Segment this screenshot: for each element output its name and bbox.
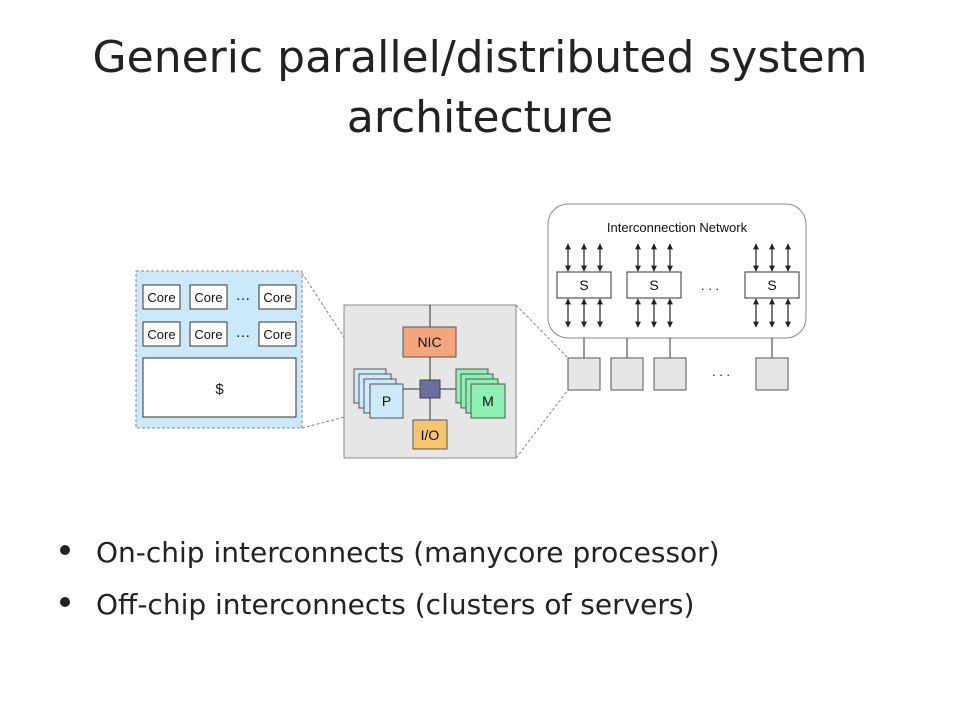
core-box [142,321,181,347]
bullet-dot [60,597,70,607]
router-icon [419,379,441,399]
cache-label: $ [215,381,224,398]
manycore-chip: Core Core … Core Core Core … Core $ [135,270,303,429]
switch-label: S [649,277,658,293]
network-switch: S [556,243,612,328]
nic-label: NIC [417,334,441,350]
core-box [142,284,181,310]
nic-box [402,326,457,358]
cache-box [142,357,297,418]
server-group [567,338,789,391]
switch-label: S [579,277,588,293]
network-title: Interconnection Network [607,220,748,235]
slide-title-line-2: architecture [346,92,614,143]
bullet-item: Off-chip interconnects (clusters of serv… [58,582,720,634]
bullet-item: On-chip interconnects (manycore processo… [58,530,720,582]
core-label: Core [263,290,291,305]
slide-title: Generic parallel/distributed system arch… [0,28,960,148]
core-label: Core [147,327,175,342]
switch-ellipsis: . . . [701,278,719,293]
server-node [567,338,601,391]
switch-box [556,271,612,299]
server-box [755,357,789,391]
core-ellipsis: … [236,324,251,341]
slide-title-line-1: Generic parallel/distributed system [92,32,868,83]
network-switch: S [626,243,682,328]
core-ellipsis: … [236,287,251,304]
interconnection-network: Interconnection Network S S S . . . . . . [547,203,807,391]
memory-label: M [482,393,494,409]
processor-stack: P [353,368,404,419]
processor-label: P [382,393,391,409]
core-box [189,321,228,347]
network-switch: S [744,243,800,328]
memory-stack: M [455,368,506,419]
memory-box-front [470,383,506,419]
core-label: Core [263,327,291,342]
network-cloud [547,203,807,339]
bullet-text: On-chip interconnects (manycore processo… [96,536,720,569]
zoom-line-network-bottom [515,389,569,459]
zoom-line-chip-bottom [301,411,365,429]
core-label: Core [194,327,222,342]
switch-box [626,271,682,299]
io-box [412,419,448,450]
server-box [653,357,687,391]
server-node [610,338,644,391]
processor-box-front [369,383,404,419]
zoom-line-chip-top [301,272,365,369]
server-node [755,338,789,391]
compute-node: NIC I/O P M [343,304,517,459]
core-label: Core [147,290,175,305]
core-box [258,321,297,347]
core-box [258,284,297,310]
core-box [189,284,228,310]
server-box [567,357,601,391]
switch-box [744,271,800,299]
core-row-2: Core Core … Core [142,321,297,347]
switch-label: S [767,277,776,293]
server-node [653,338,687,391]
server-ellipsis: . . . [712,364,730,379]
core-row-1: Core Core … Core [142,284,297,310]
server-box [610,357,644,391]
bullet-list: On-chip interconnects (manycore processo… [58,530,720,634]
bullet-dot [60,545,70,555]
bullet-text: Off-chip interconnects (clusters of serv… [96,588,695,621]
zoom-connectors [301,272,569,459]
zoom-line-network-top [515,304,569,359]
io-label: I/O [421,427,440,443]
core-label: Core [194,290,222,305]
